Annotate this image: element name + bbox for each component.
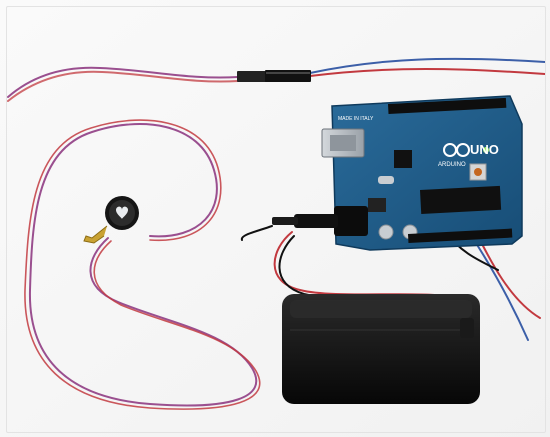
wire-connector: [237, 70, 311, 82]
arduino-board: UNO ARDUINO MADE IN ITALY: [272, 95, 523, 251]
top-wires: [7, 57, 546, 102]
arduino-logo-icon: [443, 143, 470, 157]
battery-holder: [282, 294, 480, 404]
power-jack: [334, 206, 368, 236]
board-made-in-text: MADE IN ITALY: [338, 116, 374, 122]
sensor-cable: [24, 119, 261, 410]
microcontroller-chip: [419, 185, 502, 214]
board-logo-text: ARDUINO: [438, 162, 466, 168]
pulse-sensor: [83, 196, 139, 244]
board-model-text: UNO: [470, 142, 499, 157]
